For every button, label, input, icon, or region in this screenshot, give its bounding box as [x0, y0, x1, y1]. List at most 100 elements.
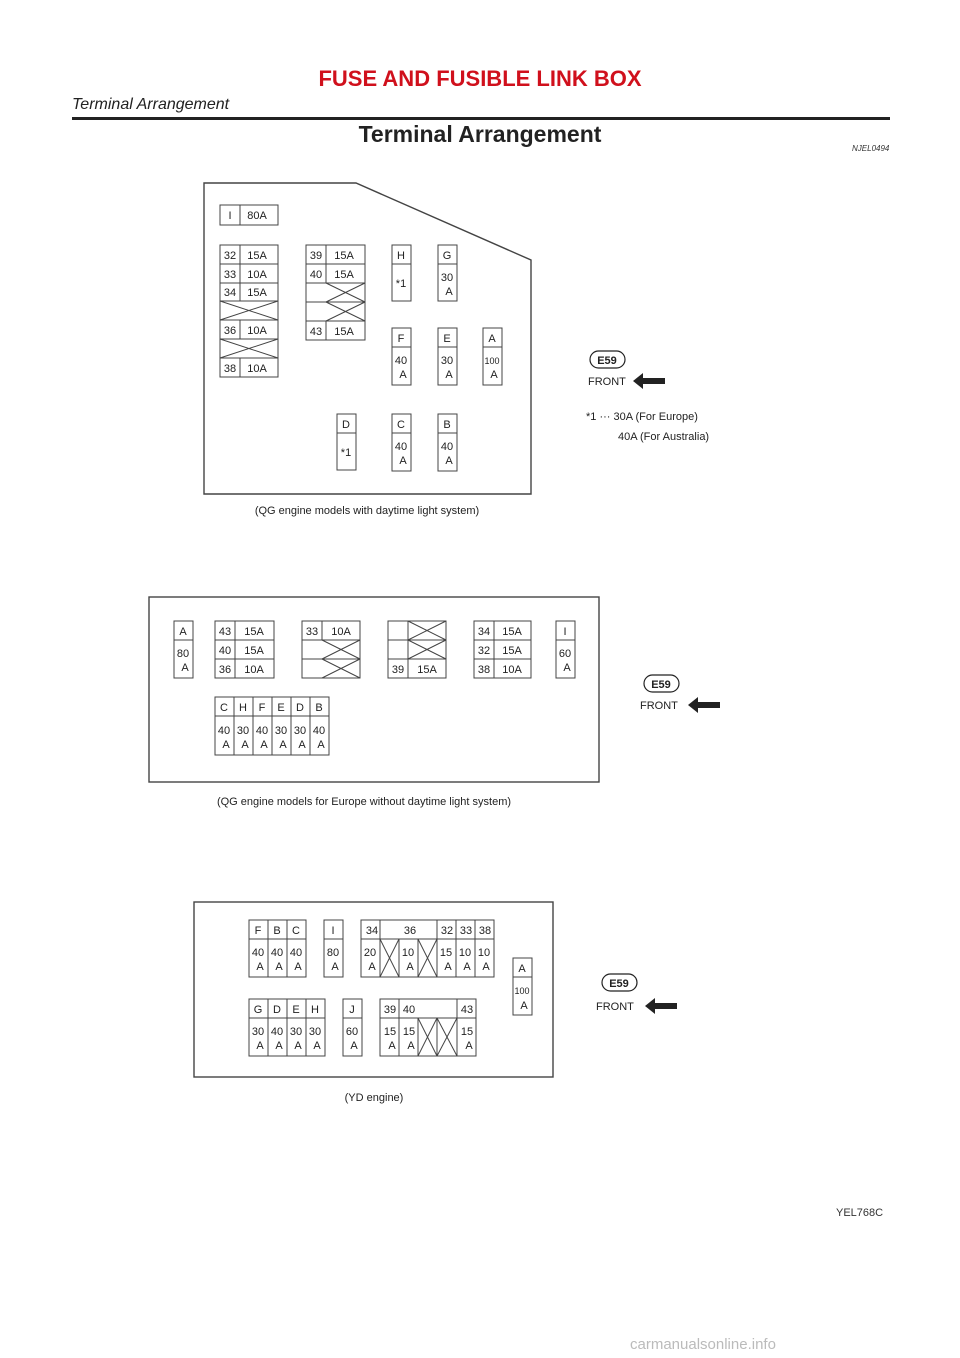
terminal-label: D [273, 1004, 281, 1016]
terminal-label: B [273, 925, 280, 937]
terminal-label: 40 [271, 1026, 283, 1038]
terminal-label: A [407, 1040, 415, 1052]
terminal-label: 15A [247, 287, 267, 299]
terminal-label: A [518, 963, 526, 975]
terminal-label: A [331, 961, 339, 973]
front-arrow-icon [688, 697, 720, 713]
terminal-label: D [296, 702, 304, 714]
terminal-label: A [313, 1040, 321, 1052]
terminal-label: 15A [247, 250, 267, 262]
terminal-label: C [220, 702, 228, 714]
terminal-label: I [228, 210, 231, 222]
terminal-label: A [317, 739, 325, 751]
terminal-label: 30 [309, 1026, 321, 1038]
document-subtitle: Terminal Arrangement [72, 96, 230, 113]
terminal-label: E59 [597, 355, 617, 367]
terminal-label: 32 [478, 645, 490, 657]
terminal-label: 10A [502, 664, 522, 676]
terminal-label: A [241, 739, 249, 751]
terminal-label: 34 [478, 626, 490, 638]
terminal-label: 36 [224, 325, 236, 337]
terminal-label: 40 [290, 947, 302, 959]
terminal-label: 34 [366, 925, 378, 937]
terminal-label: 30 [275, 725, 287, 737]
terminal-label: 30 [441, 355, 453, 367]
front-arrow-icon [645, 998, 677, 1014]
terminal-label: 33 [224, 269, 236, 281]
terminal-label: A [406, 961, 414, 973]
terminal-label: 15 [461, 1026, 473, 1038]
terminal-label: A [445, 455, 453, 467]
terminal-label: A [275, 961, 283, 973]
terminal-label: A [465, 1040, 473, 1052]
terminal-label: 40 [403, 1004, 415, 1016]
terminal-label: 10 [402, 947, 414, 959]
terminal-label: A [279, 739, 287, 751]
terminal-label: 10 [459, 947, 471, 959]
terminal-label: 15A [334, 326, 354, 338]
terminal-label: E59 [609, 978, 629, 990]
section-title: Terminal Arrangement [358, 121, 602, 147]
terminal-label: 15 [403, 1026, 415, 1038]
terminal-label: 60 [346, 1026, 358, 1038]
terminal-label: H [397, 250, 405, 262]
terminal-label: 39 [384, 1004, 396, 1016]
terminal-label: 43 [461, 1004, 473, 1016]
figure-code: YEL768C [836, 1207, 884, 1219]
terminal-label: A [482, 961, 490, 973]
front-indicator-3: E59 FRONT [596, 973, 677, 1014]
terminal-label: 80 [177, 648, 189, 660]
terminal-label: 38 [224, 363, 236, 375]
terminal-label: 43 [310, 326, 322, 338]
terminal-label: 38 [479, 925, 491, 937]
terminal-label: 10A [331, 626, 351, 638]
terminal-label: 40 [256, 725, 268, 737]
terminal-label: 80A [247, 210, 267, 222]
terminal-label: A [179, 626, 187, 638]
terminal-label: 32 [224, 250, 236, 262]
terminal-label: 15A [502, 626, 522, 638]
front-indicator-2: E59 FRONT [640, 674, 720, 713]
footnote-line1: *1 ··· 30A (For Europe) [586, 411, 698, 423]
diagram3-caption: (YD engine) [345, 1092, 404, 1104]
terminal-label: J [349, 1004, 355, 1016]
terminal-label: E [443, 333, 450, 345]
terminal-label: 80 [327, 947, 339, 959]
terminal-label: A [256, 1040, 264, 1052]
terminal-label: A [490, 369, 498, 381]
terminal-label: 100 [514, 986, 529, 996]
terminal-label: 32 [441, 925, 453, 937]
terminal-label: 40 [252, 947, 264, 959]
terminal-label: A [181, 662, 189, 674]
terminal-label: 40 [313, 725, 325, 737]
terminal-label: E59 [651, 679, 671, 691]
terminal-label: 10A [247, 325, 267, 337]
terminal-label: A [399, 369, 407, 381]
diagram1-caption: (QG engine models with daytime light sys… [255, 505, 479, 517]
terminal-label: G [254, 1004, 263, 1016]
terminal-label: 36 [219, 664, 231, 676]
terminal-label: A [368, 961, 376, 973]
terminal-label: 40 [395, 441, 407, 453]
terminal-label: 15A [502, 645, 522, 657]
terminal-label: 39 [392, 664, 404, 676]
terminal-label: 30 [290, 1026, 302, 1038]
terminal-label: G [443, 250, 452, 262]
terminal-label: 15A [417, 664, 437, 676]
front-arrow-icon [633, 373, 665, 389]
terminal-label: 40 [395, 355, 407, 367]
terminal-label: A [463, 961, 471, 973]
terminal-label: A [222, 739, 230, 751]
terminal-label: 10A [244, 664, 264, 676]
terminal-label: 20 [364, 947, 376, 959]
terminal-label: E [292, 1004, 299, 1016]
terminal-label: A [445, 286, 453, 298]
terminal-label: A [520, 1000, 528, 1012]
document-title: FUSE AND FUSIBLE LINK BOX [318, 66, 642, 91]
terminal-label: 60 [559, 648, 571, 660]
terminal-label: *1 [341, 447, 351, 459]
terminal-label: 10 [478, 947, 490, 959]
terminal-label: 15 [440, 947, 452, 959]
terminal-label: 36 [404, 925, 416, 937]
